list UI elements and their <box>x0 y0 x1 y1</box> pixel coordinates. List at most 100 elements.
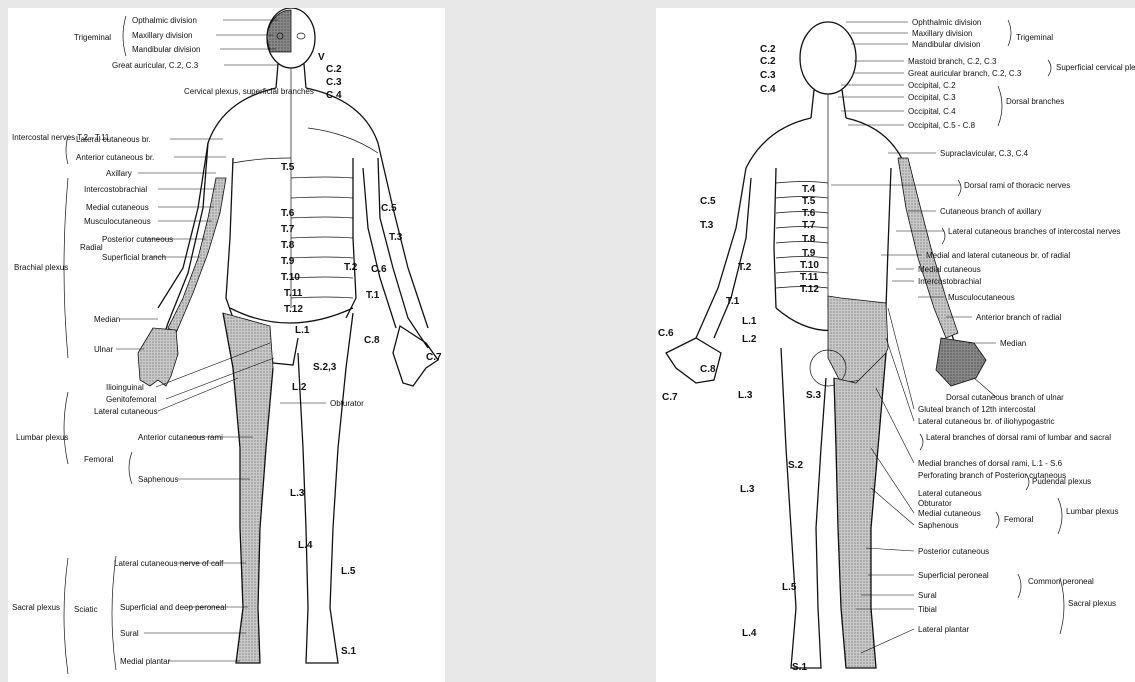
nerve-label: Musculocutaneous <box>84 217 151 226</box>
seg-label: C.3 <box>760 70 776 81</box>
seg-label: S.2 <box>788 460 803 471</box>
group-label-trigeminal: Trigeminal <box>1016 33 1053 42</box>
seg-label: C.2 <box>760 44 776 55</box>
nerve-label: Opthalmic division <box>132 16 197 25</box>
nerve-label: Lateral cutaneous br. <box>76 135 151 144</box>
seg-label: C.3 <box>326 77 342 88</box>
group-label-lumbar: Lumbar plexus <box>16 433 68 442</box>
ophthalmic-region <box>267 10 291 52</box>
group-label-brachial: Brachial plexus <box>14 263 68 272</box>
nerve-label: Medial cutaneous <box>918 509 981 518</box>
seg-label: C.8 <box>364 335 380 346</box>
nerve-label: Lateral cutaneous branches of intercosta… <box>948 227 1121 236</box>
seg-label: V <box>318 52 325 63</box>
nerve-label: Mandibular division <box>912 40 980 49</box>
seg-label: T.8 <box>802 234 816 245</box>
seg-label: T.9 <box>802 248 816 259</box>
nerve-label: Axillary <box>106 169 132 178</box>
seg-label: L.2 <box>742 334 757 345</box>
nerve-label: Ulnar <box>94 345 113 354</box>
nerve-label: Medial plantar <box>120 657 171 666</box>
nerve-label: Occipital, C.2 <box>908 81 956 90</box>
seg-label: T.9 <box>281 256 295 267</box>
nerve-label: Supraclavicular, C.3, C.4 <box>940 149 1029 158</box>
nerve-label: Superficial peroneal <box>918 571 989 580</box>
nerve-label: Medial cutaneous <box>86 203 149 212</box>
front-shaded-arm <box>168 178 226 333</box>
seg-label: T.3 <box>700 220 714 231</box>
nerve-label: Sural <box>918 591 937 600</box>
seg-label: T.10 <box>281 272 300 283</box>
nerve-label: Mandibular division <box>132 45 200 54</box>
seg-label: C.5 <box>381 203 397 214</box>
seg-label: S.1 <box>341 646 356 657</box>
back-segment-labels: C.2 C.2 C.3 C.4 C.5 T.3 T.4 T.5 T.6 T.7 … <box>658 44 821 673</box>
nerve-label: Intercostobrachial <box>84 185 147 194</box>
seg-label: T.7 <box>281 224 295 235</box>
back-body-diagram: C.2 C.2 C.3 C.4 C.5 T.3 T.4 T.5 T.6 T.7 … <box>656 8 1135 682</box>
seg-label: T.10 <box>800 260 819 271</box>
seg-label: L.4 <box>298 540 313 551</box>
nerve-label: Medial cutaneous <box>918 265 981 274</box>
front-shaded-leg <box>223 313 273 663</box>
seg-label: T.8 <box>281 240 295 251</box>
seg-label: T.6 <box>281 208 295 219</box>
nerve-label: Intercostobrachial <box>918 277 981 286</box>
seg-label: T.5 <box>802 196 816 207</box>
group-label-radial: Radial <box>80 243 103 252</box>
nerve-label: Gluteal branch of 12th intercostal <box>918 405 1036 414</box>
group-label-superficial-cervical: Superficial cervical plexus <box>1056 63 1135 72</box>
nerve-label: Maxillary division <box>912 29 972 38</box>
nerve-label: Superficial and deep peroneal <box>120 603 227 612</box>
nerve-label: Dorsal rami of thoracic nerves <box>964 181 1070 190</box>
seg-label: C.4 <box>326 90 342 101</box>
front-nerve-labels: Trigeminal Opthalmic division Maxillary … <box>12 16 364 666</box>
nerve-label: Tibial <box>918 605 937 614</box>
seg-label: T.5 <box>281 162 295 173</box>
seg-label: L.3 <box>738 390 753 401</box>
seg-label: C.7 <box>662 392 678 403</box>
nerve-label: Dorsal cutaneous branch of ulnar <box>946 393 1064 402</box>
seg-label: C.6 <box>371 264 387 275</box>
nerve-label: Posterior cutaneous <box>102 235 173 244</box>
group-label-sacral: Sacral plexus <box>12 603 60 612</box>
nerve-label: Lateral plantar <box>918 625 969 634</box>
nerve-label: Ilioinguinal <box>106 383 144 392</box>
seg-label: T.7 <box>802 220 816 231</box>
seg-label: C.8 <box>700 364 716 375</box>
group-label-femoral: Femoral <box>1004 515 1034 524</box>
nerve-label: Lateral cutaneous br. of iliohypogastric <box>918 417 1055 426</box>
nerve-label: Medial and lateral cutaneous br. of radi… <box>926 251 1070 260</box>
seg-label: T.6 <box>802 208 816 219</box>
front-shaded-hand <box>138 328 178 386</box>
nerve-label: Occipital, C.5 - C.8 <box>908 121 976 130</box>
seg-label: C.2 <box>326 64 342 75</box>
seg-label: S.3 <box>806 390 821 401</box>
seg-label: S.2,3 <box>313 362 337 373</box>
seg-label: C.2 <box>760 56 776 67</box>
nerve-label: Anterior branch of radial <box>976 313 1062 322</box>
group-label-pudendal: Pudendal plexus <box>1032 477 1091 486</box>
seg-label: T.1 <box>726 296 740 307</box>
nerve-label: Saphenous <box>138 475 178 484</box>
nerve-label: Lateral cutaneous <box>94 407 158 416</box>
seg-label: T.11 <box>800 272 819 283</box>
front-body-diagram: V C.2 C.3 C.4 T.5 T.6 T.7 T.8 T.9 T.10 T… <box>8 8 445 682</box>
nerve-label: Occipital, C.3 <box>908 93 956 102</box>
group-label-sciatic: Sciatic <box>74 605 98 614</box>
nerve-label: Ophthalmic division <box>912 18 981 27</box>
nerve-label: Cutaneous branch of axillary <box>940 207 1041 216</box>
seg-label: T.11 <box>284 288 303 299</box>
seg-label: C.6 <box>658 328 674 339</box>
nerve-label: Sural <box>120 629 139 638</box>
seg-label: T.12 <box>284 304 303 315</box>
nerve-label: Anterior cutaneous br. <box>76 153 154 162</box>
nerve-label: Median <box>94 315 120 324</box>
group-label-trigeminal: Trigeminal <box>74 33 111 42</box>
nerve-label: Occipital, C.4 <box>908 107 956 116</box>
nerve-label: Saphenous <box>918 521 958 530</box>
seg-label: L.2 <box>292 382 307 393</box>
seg-label: T.3 <box>389 232 403 243</box>
nerve-label: Cervical plexus, superficial branches <box>184 87 314 96</box>
